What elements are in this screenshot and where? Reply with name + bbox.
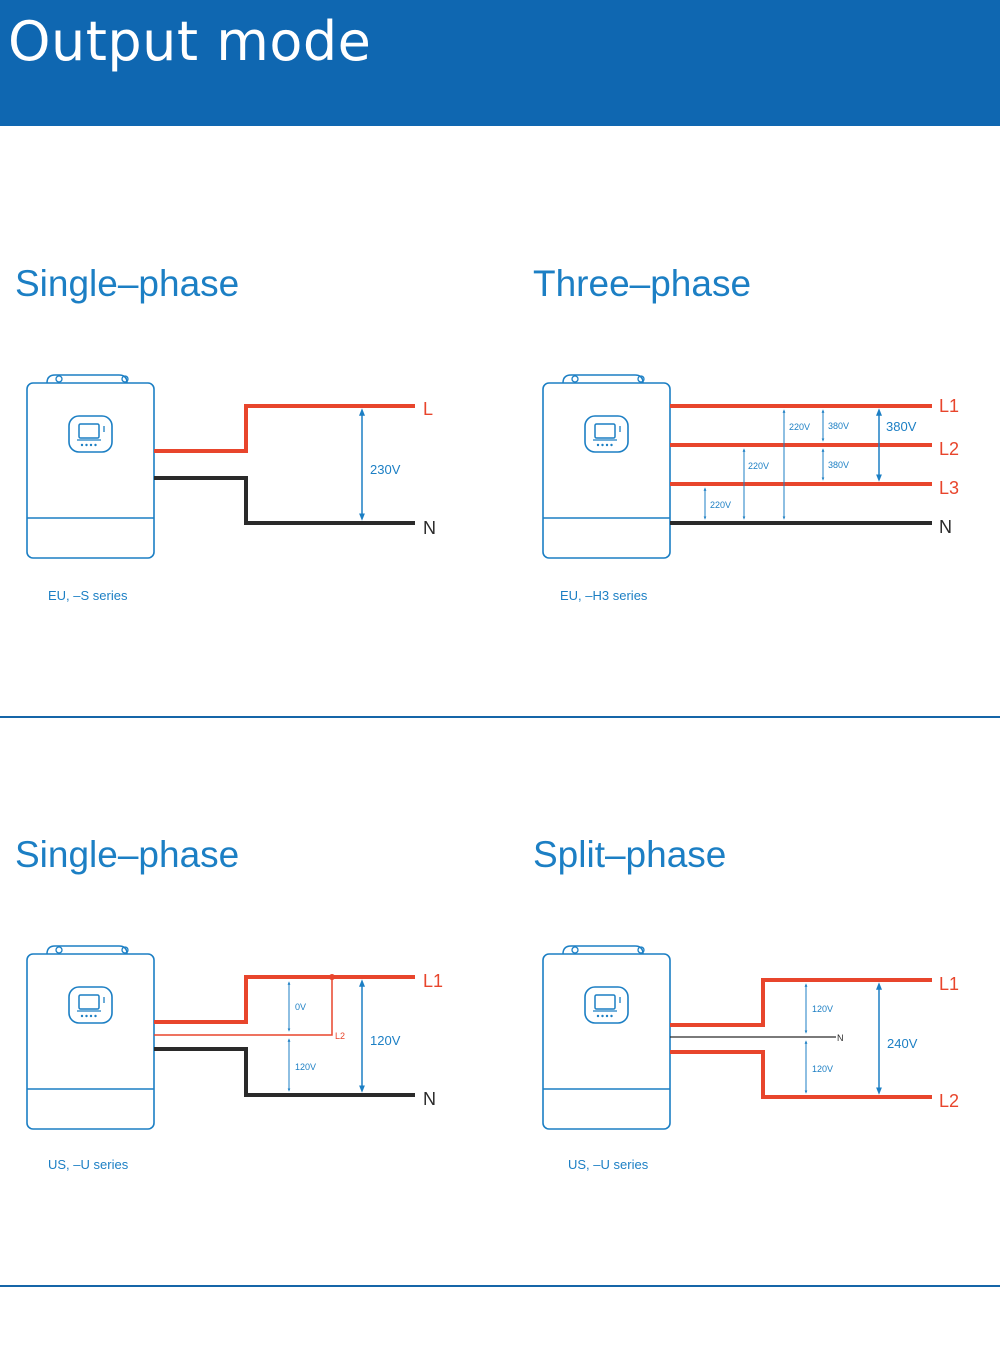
us-split-heading: Split–phase [533, 834, 726, 875]
line-label-l2: L2 [939, 439, 959, 459]
inverter-icon [26, 945, 155, 1130]
line-label-n: N [423, 1089, 436, 1109]
line-label-l2: L2 [335, 1031, 345, 1041]
series-caption: EU, –H3 series [560, 588, 648, 603]
voltage-label-l1-l2: 240V [887, 1036, 918, 1051]
l1-wire [670, 978, 932, 1027]
voltage-label-l1-l2: 0V [295, 1002, 306, 1012]
voltage-label-l1-n: 220V [789, 422, 810, 432]
inverter-icon [26, 374, 155, 559]
us-single-heading: Single–phase [15, 834, 239, 875]
inverter-icon [542, 945, 671, 1130]
line-label-n: N [939, 517, 952, 537]
voltage-label-l2-n: 220V [748, 461, 769, 471]
line-label-l1: L1 [939, 974, 959, 994]
line-label-l1: L1 [423, 971, 443, 991]
voltage-label: 230V [370, 462, 401, 477]
inverter-icon [542, 374, 671, 559]
voltage-label-l1-n: 120V [370, 1033, 401, 1048]
l1-wire [154, 975, 415, 1024]
voltage-label-l3-n: 220V [710, 500, 731, 510]
l2-wire [154, 977, 333, 1036]
eu-single-heading: Single–phase [15, 263, 239, 304]
voltage-label-l1-n: 120V [812, 1004, 833, 1014]
line-label-l: L [423, 399, 433, 419]
voltage-label-l1-l3: 380V [886, 419, 917, 434]
page-title: Output mode [8, 10, 372, 73]
neutral-wire [154, 476, 415, 525]
l2-wire [670, 1050, 932, 1099]
live-wire [154, 404, 415, 453]
series-caption: US, –U series [48, 1157, 129, 1172]
eu-three-heading: Three–phase [533, 263, 751, 304]
page-header: Output mode [0, 0, 1000, 126]
series-caption: US, –U series [568, 1157, 649, 1172]
line-label-l3: L3 [939, 478, 959, 498]
voltage-label-l2-n: 120V [812, 1064, 833, 1074]
neutral-wire [154, 1047, 415, 1097]
line-label-l1: L1 [939, 396, 959, 416]
line-label-n: N [837, 1033, 844, 1043]
line-label-n: N [423, 518, 436, 538]
series-caption: EU, –S series [48, 588, 128, 603]
voltage-label-l2-l3: 380V [828, 460, 849, 470]
voltage-label-l2-n: 120V [295, 1062, 316, 1072]
line-label-l2: L2 [939, 1091, 959, 1111]
voltage-label-l1-l2: 380V [828, 421, 849, 431]
junction-dot [329, 974, 335, 980]
